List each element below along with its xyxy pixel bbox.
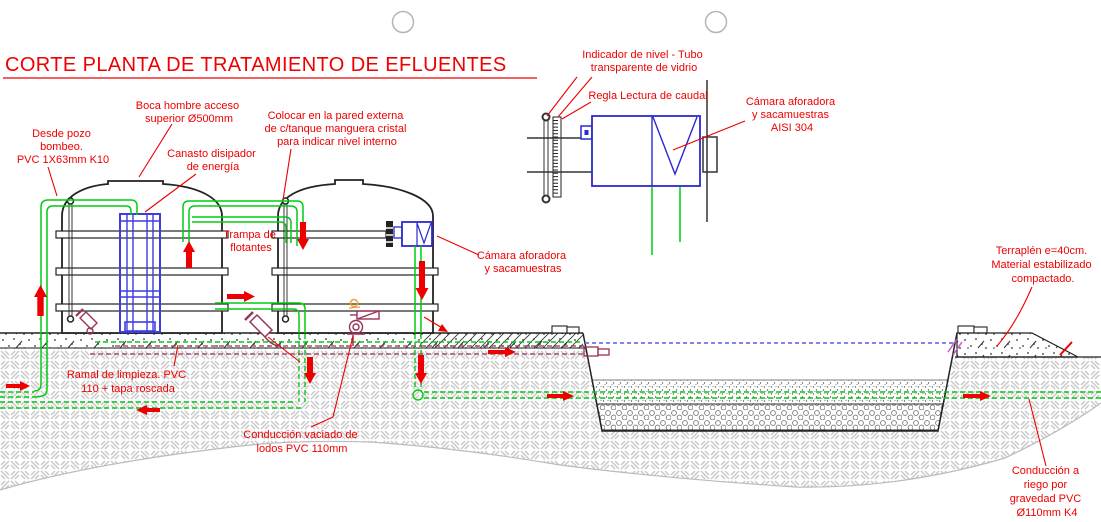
title-block: CORTE PLANTA DE TRATAMIENTO DE EFLUENTES (3, 54, 537, 79)
surface-strip-compacted (420, 333, 583, 348)
leader-boca-hombre (138, 123, 173, 178)
trench-gravel-layer (596, 403, 944, 431)
energy-dissipator-basket (119, 213, 161, 333)
tank2-pump-assembly (347, 298, 380, 335)
flow-arrow-left-drain-main (136, 405, 160, 415)
leader-indicador-1 (546, 76, 578, 117)
feed-pipe-from-well (33, 199, 138, 398)
trench-outline (582, 332, 958, 432)
pipe-elbow-fitting (412, 389, 424, 401)
tank-interconnect-pipe (215, 302, 306, 333)
label-trampa: Trampa de flotantes (223, 229, 279, 254)
soil-mass (0, 348, 1101, 490)
label-riego: Conducción a riego por gravedad PVC Ø110… (1010, 465, 1085, 519)
tank1-drain-valve (75, 308, 98, 335)
cleaning-branch-fitting (244, 311, 354, 347)
embankment (955, 332, 1101, 358)
leader-terraplen (996, 286, 1033, 347)
detail-sensor-dot (584, 130, 589, 135)
flow-arrow-up-trap (183, 241, 195, 268)
leader-riego (1028, 398, 1047, 467)
punch-hole-left (391, 10, 415, 34)
flow-arrow-diagonal-exit (423, 316, 448, 332)
detail-weir-v-notch (651, 116, 698, 186)
gauging-chamber-on-tank (386, 221, 433, 247)
chamber-stub (393, 226, 403, 239)
inlet-main-from-well (0, 391, 34, 398)
detail-right-fitting (702, 136, 718, 173)
flow-arrow-down-under-tank2-left (304, 357, 316, 384)
tank-2 (271, 179, 439, 335)
glass-level-tube (541, 112, 551, 204)
label-regla: Regla Lectura de caudal (588, 90, 707, 102)
leader-canasto (144, 173, 197, 213)
detail-outlet-pipes (651, 187, 681, 255)
irrigation-main-right (424, 391, 1101, 399)
leader-manguera (282, 148, 292, 201)
trap-lower-branch (192, 216, 292, 243)
label-camara-tanque: Cámara aforadora y sacamuestras (477, 250, 569, 275)
leader-lines (47, 76, 1047, 467)
trench-edge-blocks (551, 325, 988, 334)
leader-regla (561, 101, 592, 120)
flow-arrow-down-chamber-outlet (415, 261, 429, 300)
label-desde-pozo: Desde pozo bombeo. PVC 1X63mm K10 (17, 128, 109, 166)
punch-holes (391, 10, 728, 34)
flow-arrow-down-tank2-inlet (297, 222, 309, 250)
leader-desde-pozo (47, 166, 58, 197)
label-terraplen: Terraplén e=40cm. Material estabilizado … (991, 245, 1094, 285)
flow-arrow-right-sludge (488, 347, 516, 357)
chamber-weir (416, 222, 432, 246)
label-ramal: Ramal de limpieza. PVC 110 + tapa roscad… (67, 369, 189, 395)
label-colocar-manguera: Colocar en la pared externa de c/tanque … (265, 110, 410, 148)
waterline-break-marks (947, 338, 963, 356)
leader-camara-aisi (672, 120, 746, 151)
tank1-ribs (55, 230, 229, 312)
floatables-trap-pipe (182, 200, 304, 246)
ground-section (0, 325, 1101, 491)
leader-ramal (173, 344, 179, 367)
leader-ramal-branch (267, 336, 301, 363)
flow-arrow-up-feed (34, 285, 47, 316)
embankment-red-tick (1059, 341, 1073, 356)
flow-reading-ruler (552, 116, 562, 198)
label-boca-hombre: Boca hombre acceso superior Ø500mm (136, 100, 242, 125)
leader-indicador-2 (557, 76, 593, 118)
flow-arrow-right-inlet-main (6, 381, 30, 391)
terrain-bottom-curve (0, 402, 1101, 491)
embankment-body (956, 332, 1079, 358)
flow-arrow-right-interconnect (227, 291, 255, 302)
flow-arrow-right-trench-out (963, 391, 991, 401)
flow-arrow-down-under-tank2-right (415, 355, 427, 384)
label-indicador-nivel: Indicador de nivel - Tubo transparente d… (582, 49, 706, 74)
flow-arrow-right-trench-in (547, 391, 574, 401)
leader-vaciado (310, 335, 354, 428)
detail-chamber-box (591, 115, 701, 187)
drain-main-left (0, 401, 302, 409)
punch-hole-right (704, 10, 728, 34)
flange (386, 221, 393, 247)
tank-1 (55, 180, 229, 335)
label-vaciado: Conducción vaciado de lodos PVC 110mm (243, 429, 360, 455)
annotation-labels: Boca hombre acceso superior Ø500mm Coloc… (17, 49, 1094, 519)
drawing-title: CORTE PLANTA DE TRATAMIENTO DE EFLUENTES (5, 54, 507, 76)
tank2-drop-left (298, 334, 306, 402)
sludge-outlet (583, 346, 610, 357)
label-canasto: Canasto disipador de energía (167, 148, 259, 173)
gauging-chamber-detail (527, 80, 718, 255)
irrigation-trench (551, 325, 988, 432)
leader-camara-tanque (436, 235, 480, 256)
label-camara-aisi: Cámara aforadora y sacamuestras AISI 304 (746, 96, 838, 134)
flow-arrows (6, 222, 991, 415)
